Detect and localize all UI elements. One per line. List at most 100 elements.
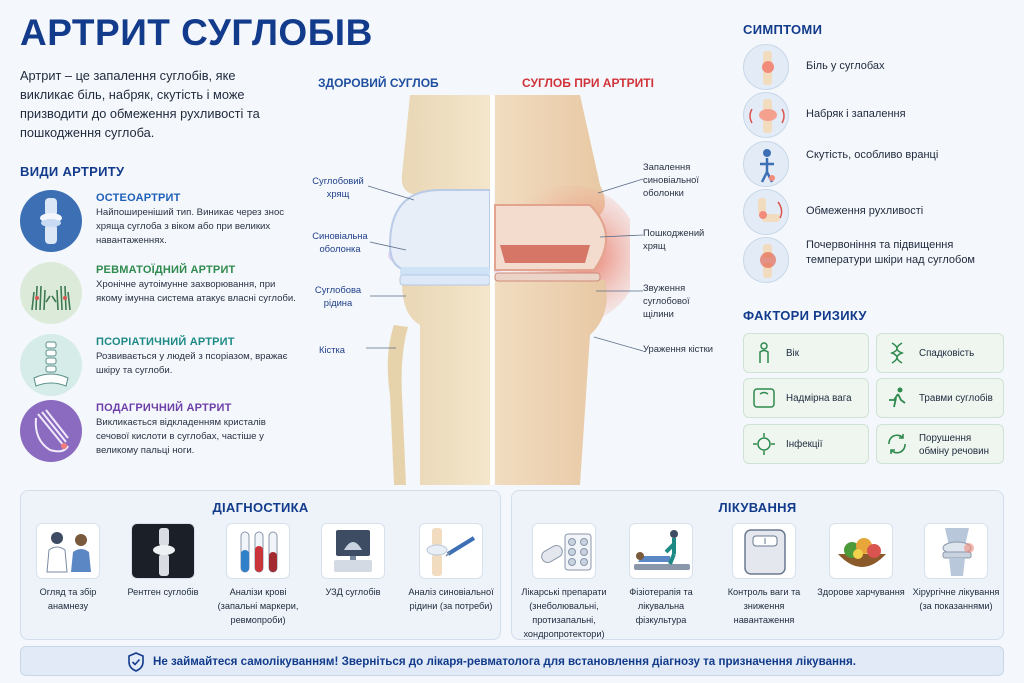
person-icon [759, 342, 769, 363]
risk-injuries: Травми суглобів [876, 378, 1004, 418]
intro-text: Артрит – це запалення суглобів, яке викл… [20, 68, 260, 140]
left-label-lines [366, 185, 415, 349]
step-caption: Рентген суглобів [127, 587, 199, 597]
step-caption: Аналіз синовіальної рідини (за потреби) [408, 587, 494, 611]
risk-heading: ФАКТОРИ РИЗИКУ [743, 308, 867, 323]
symptom-pain: Біль у суглобах [743, 44, 1013, 90]
symptoms-heading: СИМПТОМИ [743, 22, 823, 37]
risk-heredity: Спадковість [876, 333, 1004, 373]
step-caption: УЗД суглобів [325, 587, 381, 597]
label-narrowed-space: Звуження суглобової щілини [643, 282, 690, 319]
symptom-text: Обмеження рухливості [806, 205, 924, 217]
type-title: ПСОРІАТИЧНИЙ АРТРИТ [96, 336, 235, 348]
risk-text: Спадковість [919, 348, 975, 359]
diag-step-blood: Аналізи крові (запальні маркери, ревмопр… [213, 523, 303, 627]
healthy-food-icon [829, 523, 893, 579]
types-heading: ВИДИ АРТРИТУ [20, 164, 125, 179]
type-rheumatoid: РЕВМАТОЇДНИЙ АРТРИТ Хронічне аутоімунне … [20, 262, 305, 324]
type-title: РЕВМАТОЇДНИЙ АРТРИТ [96, 264, 236, 276]
footer-warning: Не займайтеся самолікуванням! Зверніться… [20, 646, 1004, 676]
label-bone-damage: Ураження кістки [643, 343, 713, 354]
type-title: ПОДАГРИЧНИЙ АРТРИТ [96, 402, 232, 414]
type-description: Хронічне аутоімунне захворювання, при як… [96, 279, 296, 304]
treat-step-weight: Контроль ваги та зниження навантаження [714, 523, 814, 627]
swelling-icon [743, 92, 789, 138]
knee-xray-icon [20, 190, 82, 252]
foot-icon [20, 400, 82, 462]
step-caption: Хірургічне лікування (за показаннями) [912, 587, 1000, 611]
risk-infections: Інфекції [743, 424, 869, 464]
spine-icon [20, 334, 82, 396]
risk-text: Вік [786, 348, 799, 359]
pills-icon [532, 523, 596, 579]
label-synovial-inflammation: Запалення синовіальної оболонки [643, 161, 699, 198]
risk-age: Вік [743, 333, 869, 373]
type-title: ОСТЕОАРТРИТ [96, 192, 181, 204]
type-osteoarthritis: ОСТЕОАРТРИТ Найпоширеніший тип. Виникає … [20, 190, 305, 252]
right-label-lines [593, 178, 644, 352]
step-caption: Аналізи крові (запальні маркери, ревмопр… [217, 587, 299, 625]
knee-pain-icon [743, 44, 789, 90]
step-caption: Лікарські препарати (знеболювальні, прот… [521, 587, 607, 639]
diagnostics-heading: ДІАГНОСТИКА [212, 500, 309, 515]
label-bone: Кістка [318, 344, 346, 355]
healthy-joint-heading: ЗДОРОВИЙ СУГЛОБ [318, 76, 439, 90]
diag-step-exam: Огляд та збір анамнезу [23, 523, 113, 613]
diag-step-ultrasound: УЗД суглобів [308, 523, 398, 599]
treat-step-physio: Фізіотерапія та лікувальна фізкультура [616, 523, 706, 627]
symptom-text: Набряк і запалення [806, 108, 906, 120]
risk-text: Травми суглобів [919, 393, 993, 404]
redness-icon [743, 237, 789, 283]
label-synovial-membrane: Синовіальна оболонка [312, 230, 368, 254]
symptom-text: Почервоніння та підвищення температури ш… [806, 239, 975, 266]
step-caption: Фізіотерапія та лікувальна фізкультура [629, 587, 693, 625]
symptom-redness: Почервоніння та підвищення температури ш… [743, 237, 1013, 283]
label-synovial-fluid: Суглобова рідина [314, 284, 362, 308]
arthritis-joint-heading: СУГЛОБ ПРИ АРТРИТІ [522, 76, 654, 90]
dna-icon [889, 342, 905, 364]
bathroom-scale-icon [732, 523, 796, 579]
symptom-limited-mobility: Обмеження рухливості [743, 189, 1013, 235]
page-title: АРТРИТ СУГЛОБІВ [20, 12, 373, 53]
person-stiffness-icon [743, 141, 789, 187]
label-damaged-cartilage: Пошкоджений хрящ [643, 227, 705, 251]
virus-icon [753, 433, 775, 455]
symptom-swelling: Набряк і запалення [743, 92, 1013, 138]
type-psoriatic: ПСОРІАТИЧНИЙ АРТРИТ Розвивається у людей… [20, 334, 305, 396]
risk-metabolism: Порушення обміну речовин [876, 424, 1004, 464]
treat-step-nutrition: Здорове харчування [816, 523, 906, 599]
type-description: Викликається відкладенням кристалів сечо… [96, 417, 266, 456]
treat-step-medication: Лікарські препарати (знеболювальні, прот… [518, 523, 610, 641]
symptom-stiffness: Скутість, особливо вранці [743, 141, 1013, 187]
footer-text: Не займайтеся самолікуванням! Зверніться… [153, 655, 857, 668]
symptom-text: Біль у суглобах [806, 60, 885, 72]
type-description: Найпоширеніший тип. Виникає через знос х… [96, 207, 285, 246]
risk-text: Інфекції [786, 439, 823, 450]
treatment-panel: ЛІКУВАННЯ Лікарські препарати (знеболюва… [511, 490, 1004, 640]
test-tubes-icon [226, 523, 290, 579]
knee-joint-illustration [387, 95, 630, 485]
knee-implant-icon [924, 523, 988, 579]
step-caption: Огляд та збір анамнезу [39, 587, 97, 611]
type-description: Розвивається у людей з псоріазом, вражає… [96, 351, 288, 376]
diagnostics-panel: ДІАГНОСТИКА Огляд та збір анамнезу Рентг… [20, 490, 501, 640]
xray-icon [131, 523, 195, 579]
risk-text: Надмірна вага [786, 393, 852, 404]
hands-icon [20, 262, 82, 324]
risk-overweight: Надмірна вага [743, 378, 869, 418]
diag-step-synovial: Аналіз синовіальної рідини (за потреби) [403, 523, 499, 613]
treatment-heading: ЛІКУВАННЯ [718, 500, 797, 515]
label-cartilage: Суглобовий хрящ [312, 175, 364, 199]
step-caption: Контроль ваги та зниження навантаження [727, 587, 801, 625]
type-gout: ПОДАГРИЧНИЙ АРТРИТ Викликається відкладе… [20, 400, 305, 462]
limited-motion-icon [743, 189, 789, 235]
treat-step-surgery: Хірургічне лікування (за показаннями) [908, 523, 1004, 613]
shield-check-icon [128, 652, 144, 672]
diag-step-xray: Рентген суглобів [118, 523, 208, 599]
joint-syringe-icon [419, 523, 483, 579]
risk-text: Порушення обміну речовин [919, 433, 989, 457]
doctor-patient-icon [36, 523, 100, 579]
cycle-icon [888, 434, 906, 454]
scale-icon [753, 388, 775, 408]
ultrasound-icon [321, 523, 385, 579]
